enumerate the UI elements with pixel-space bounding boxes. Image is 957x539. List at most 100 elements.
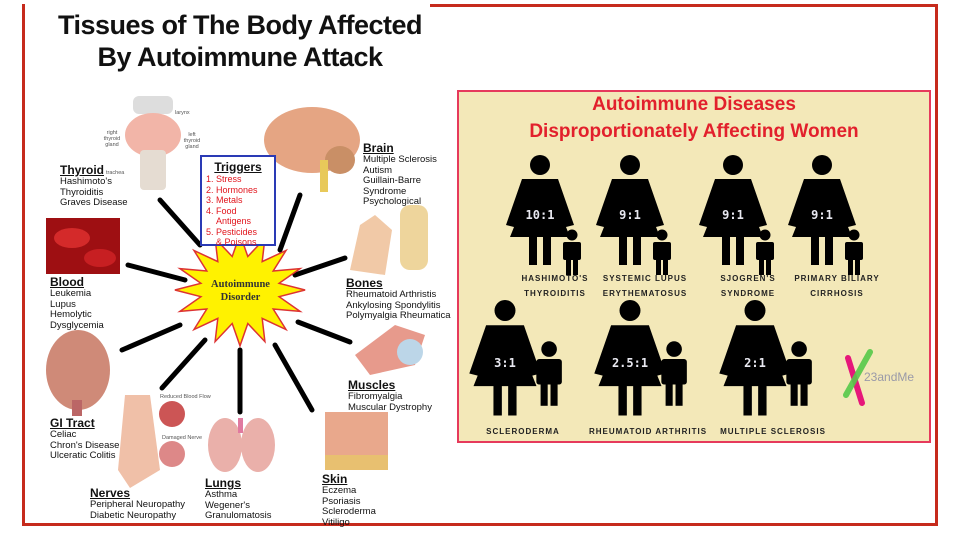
trigger-item: 5. Pesticides bbox=[206, 226, 258, 237]
woman-child-figure bbox=[788, 155, 863, 275]
disease-label: Sjogren's syndrome bbox=[688, 271, 808, 301]
title-line1: Tissues of The Body Affected bbox=[57, 10, 423, 40]
outer-frame-top bbox=[430, 4, 938, 7]
disease-item: Guillain-Barre bbox=[363, 175, 422, 186]
woman-child-figure bbox=[719, 300, 812, 416]
disease-label: Multiple sclerosis bbox=[703, 424, 843, 439]
thyroid-label-left-gland: left thyroid gland bbox=[183, 132, 201, 150]
disease-label: Rheumatoid arthritis bbox=[578, 424, 718, 439]
skin-image bbox=[325, 412, 388, 470]
disease-name: Multiple sclerosis bbox=[720, 427, 826, 436]
trigger-item: 3. Metals bbox=[206, 195, 243, 205]
brain-image bbox=[264, 107, 360, 192]
center-line2: Disorder bbox=[220, 292, 261, 303]
trigger-item: 1. Stress bbox=[206, 174, 242, 184]
spoke-gi bbox=[119, 322, 183, 353]
ratio-label: 9:1 bbox=[722, 208, 744, 222]
disease-item: Granulomatosis bbox=[205, 510, 272, 521]
woman-child-figure bbox=[594, 300, 687, 416]
title-line2: By Autoimmune Attack bbox=[97, 42, 383, 72]
center-line1: Autoimmune bbox=[211, 279, 270, 290]
disease-item: Scleroderma bbox=[322, 506, 376, 517]
ratio-label: 10:1 bbox=[525, 208, 555, 222]
tissue-heading: Muscles bbox=[348, 378, 396, 392]
spoke-skin bbox=[272, 342, 315, 413]
disease-item: Psychological bbox=[363, 196, 422, 207]
thyroid-label-larynx: larynx bbox=[175, 110, 190, 116]
spoke-nerves bbox=[159, 337, 208, 391]
disease-item: Ulceratic Colitis bbox=[50, 450, 116, 461]
center-label: Autoimmune Disorder bbox=[193, 278, 288, 304]
23andme-logo-mark bbox=[843, 349, 873, 406]
disease-label: Scleroderma bbox=[453, 424, 593, 439]
disease-name: Sjogren's bbox=[720, 274, 776, 283]
tissue-heading: GI Tract bbox=[50, 416, 95, 430]
disease-name: syndrome bbox=[720, 289, 776, 298]
spoke-bones bbox=[292, 255, 348, 278]
nerves-label-blood-flow: Reduced Blood Flow bbox=[160, 394, 211, 400]
blood-image bbox=[46, 218, 120, 274]
spoke-muscles bbox=[295, 319, 353, 345]
starburst bbox=[174, 231, 306, 349]
disease-name: Scleroderma bbox=[486, 427, 560, 436]
disease-item: Celiac bbox=[50, 429, 77, 440]
disease-label: Hashimoto's thyroiditis bbox=[495, 271, 615, 301]
disease-item: Leukemia bbox=[50, 288, 92, 299]
disease-item: Fibromyalgia bbox=[348, 391, 403, 402]
woman-child-figure bbox=[699, 155, 774, 275]
disease-name: Rheumatoid arthritis bbox=[588, 427, 708, 436]
disease-item: Autism bbox=[363, 164, 393, 176]
disease-item: Polymyalgia Rheumatica bbox=[346, 310, 451, 321]
trigger-item: 4. Food bbox=[206, 205, 237, 216]
disease-item: Peripheral Neuropathy bbox=[90, 499, 186, 510]
disease-item: Ankylosing Spondylitis bbox=[346, 299, 441, 311]
woman-child-figure bbox=[506, 155, 581, 275]
disease-name: Hashimoto's bbox=[521, 274, 589, 283]
panel-title-line1: Autoimmune Diseases bbox=[592, 94, 796, 115]
disease-item: Multiple Sclerosis bbox=[363, 154, 437, 165]
disease-item: Dysglycemia bbox=[50, 319, 104, 331]
disease-item: Rheumatoid Arthristis bbox=[346, 289, 437, 300]
woman-child-figure bbox=[596, 155, 671, 275]
women-figures bbox=[469, 155, 863, 416]
disease-item: Thyroiditis bbox=[60, 186, 104, 198]
panel-title-line2: Disproportionately Affecting Women bbox=[529, 121, 859, 142]
23andme-logo-text: 23andMe bbox=[864, 370, 915, 384]
disease-item: Diabetic Neuropathy bbox=[90, 509, 177, 521]
trigger-item: 2. Hormones bbox=[206, 184, 258, 195]
ratio-label: 9:1 bbox=[811, 208, 833, 222]
disease-item: Graves Disease bbox=[60, 197, 128, 208]
disease-item: Hashimoto's bbox=[60, 176, 112, 187]
tissue-heading: Nerves bbox=[90, 486, 131, 500]
disease-name: cirrhosis bbox=[810, 289, 864, 298]
disease-label: Systemic lupuserythematosus bbox=[585, 271, 705, 301]
disease-name: Primary biliary bbox=[794, 274, 880, 283]
tissue-heading: Lungs bbox=[205, 476, 241, 490]
thyroid-label-right-gland: right thyroid gland bbox=[103, 130, 121, 148]
trigger-item: Antigens bbox=[216, 216, 252, 226]
ratio-label: 9:1 bbox=[619, 208, 641, 222]
tissue-heading: Skin bbox=[322, 472, 348, 486]
woman-child-figure bbox=[469, 300, 562, 416]
spoke-thyroid bbox=[157, 197, 203, 248]
ratio-label: 2.5:1 bbox=[611, 355, 649, 370]
nerves-label-damaged-nerve: Damaged Nerve bbox=[162, 435, 203, 441]
disease-label: Primary biliary cirrhosis bbox=[777, 271, 897, 301]
spoke-brain bbox=[277, 192, 303, 253]
disease-item: Asthma bbox=[205, 489, 238, 500]
disease-item: Muscular Dystrophy bbox=[348, 401, 432, 413]
disease-name: thyroiditis bbox=[524, 289, 586, 298]
thyroid-label-trachea: trachea bbox=[106, 170, 125, 176]
disease-item: Psoriasis bbox=[322, 495, 361, 507]
disease-item: Eczema bbox=[322, 485, 357, 496]
disease-item: Syndrome bbox=[363, 185, 407, 197]
